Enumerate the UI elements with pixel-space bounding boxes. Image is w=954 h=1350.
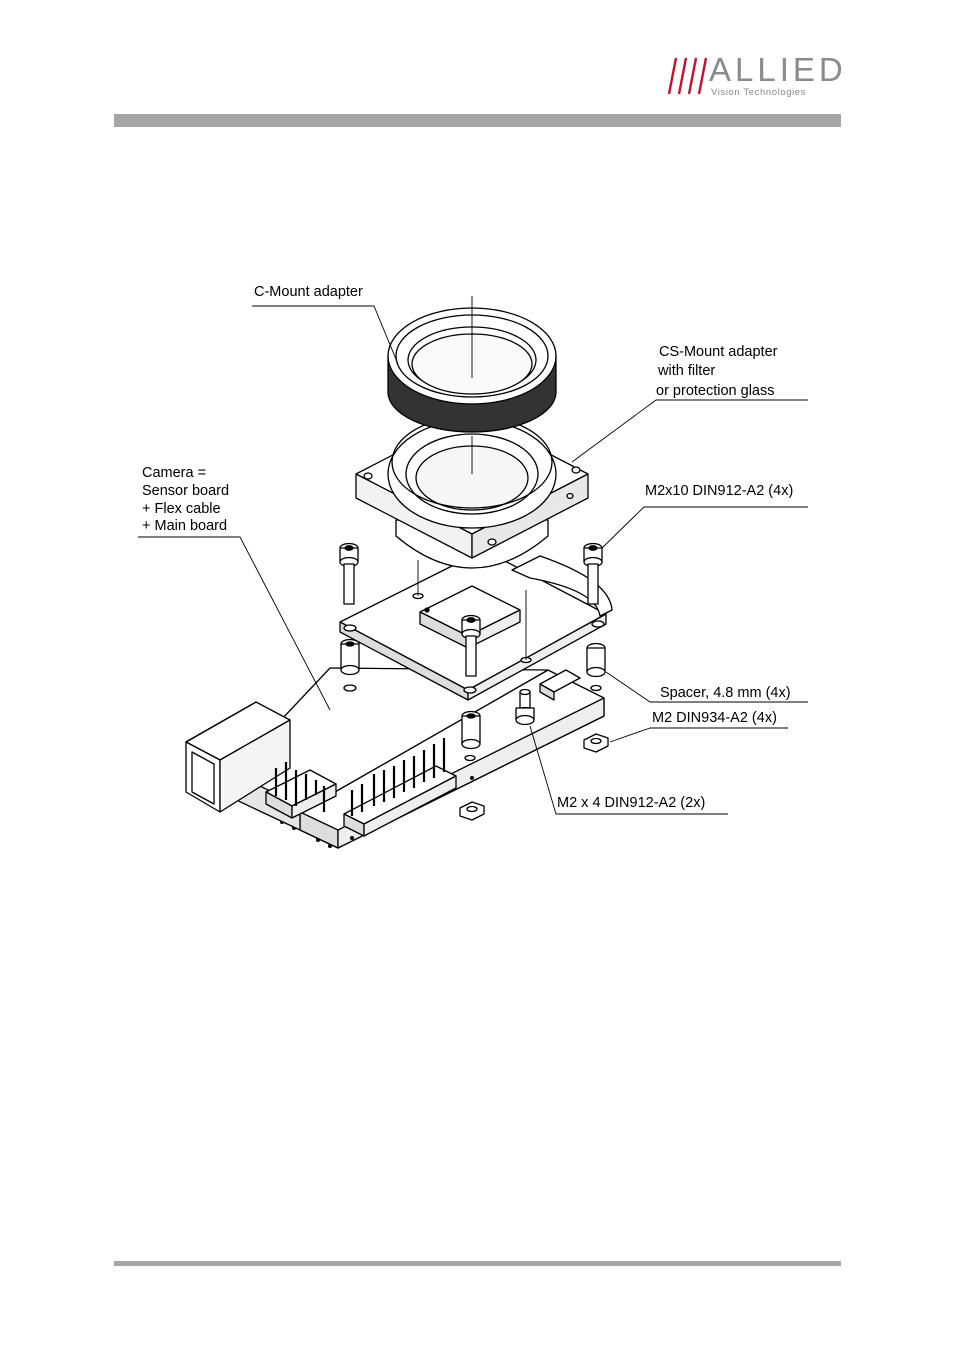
label-c-mount: C-Mount adapter	[254, 283, 363, 301]
label-camera-line3: + Flex cable	[142, 500, 221, 518]
long-screw-left	[340, 544, 358, 605]
spacer-right	[587, 644, 605, 677]
label-camera-line1: Camera =	[142, 464, 206, 482]
label-cs-mount-line1: CS-Mount adapter	[659, 343, 777, 361]
label-camera-line4: + Main board	[142, 517, 227, 535]
label-screw-m2x4: M2 x 4 DIN912-A2 (2x)	[557, 794, 705, 812]
label-cs-mount-line3: or protection glass	[656, 382, 774, 400]
label-camera-line2: Sensor board	[142, 482, 229, 500]
label-screw-m2x10: M2x10 DIN912-A2 (4x)	[645, 482, 793, 500]
nut-front	[460, 802, 484, 820]
spacer-front	[462, 712, 480, 749]
label-spacer: Spacer, 4.8 mm (4x)	[660, 684, 791, 702]
nut-right	[584, 734, 608, 752]
label-nut-m2: M2 DIN934-A2 (4x)	[652, 709, 777, 727]
footer-rule	[114, 1261, 841, 1266]
spacer-left	[341, 640, 359, 675]
label-cs-mount-line2: with filter	[658, 362, 715, 380]
